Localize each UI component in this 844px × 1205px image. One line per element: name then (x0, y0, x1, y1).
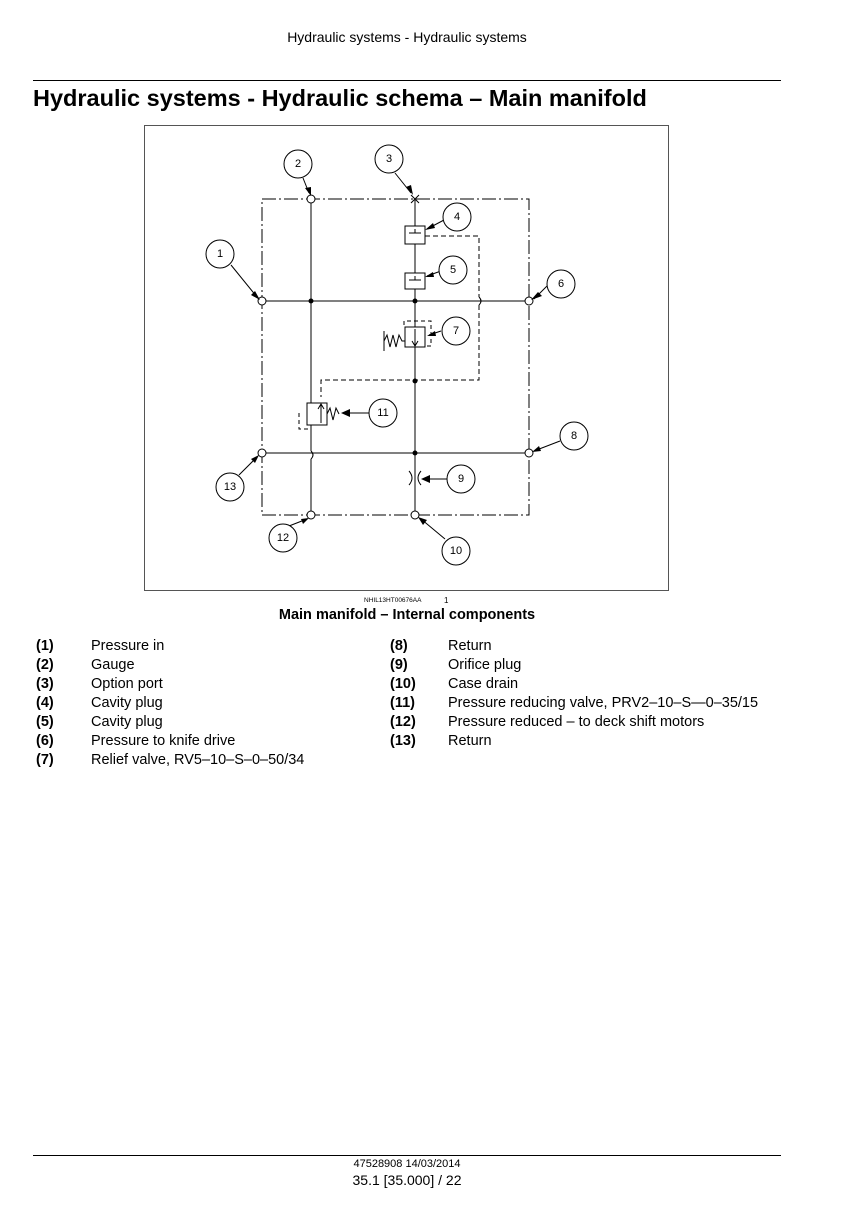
port-6 (524, 296, 534, 306)
port-12 (306, 510, 316, 520)
document-id: 47528908 14/03/2014 (353, 1158, 461, 1170)
callout-7: 7 (441, 316, 471, 346)
legend-number: (2) (36, 657, 54, 673)
callout-3: 3 (374, 144, 404, 174)
callout-5-label: 5 (450, 264, 456, 276)
callout-12-label: 12 (277, 532, 289, 544)
legend-text: Pressure reduced – to deck shift motors (448, 714, 705, 730)
header-divider (33, 80, 781, 81)
hydraulic-schematic-figure: 1 2 3 4 5 6 7 8 9 10 11 12 13 (144, 125, 669, 591)
legend-text: Orifice plug (448, 657, 522, 673)
legend-number: (1) (36, 638, 54, 654)
callout-4-label: 4 (454, 211, 460, 223)
legend-number: (11) (390, 695, 415, 711)
legend-text: Case drain (448, 676, 519, 692)
callout-3-label: 3 (386, 153, 392, 165)
hydraulic-schematic-diagram: 1 2 3 4 5 6 7 8 9 10 11 12 13 (205, 144, 589, 566)
callout-11: 11 (368, 398, 398, 428)
port-13 (257, 448, 267, 458)
legend-text: Gauge (91, 657, 135, 673)
callout-10-label: 10 (450, 545, 462, 557)
legend-number: (12) (390, 714, 416, 730)
page-title: Hydraulic systems - Hydraulic schema – M… (33, 85, 647, 111)
figure-number: 1 (444, 596, 449, 605)
callout-13: 13 (215, 472, 245, 502)
legend-number: (7) (36, 752, 54, 768)
legend-text: Pressure to knife drive (91, 733, 236, 749)
legend-text: Cavity plug (91, 695, 163, 711)
legend-number: (10) (390, 676, 416, 692)
callout-1-label: 1 (217, 248, 223, 260)
port-8 (524, 448, 534, 458)
callout-12: 12 (268, 523, 298, 553)
callout-2-label: 2 (295, 158, 301, 170)
legend-text: Return (448, 638, 492, 654)
callout-9-label: 9 (458, 473, 464, 485)
callout-7-label: 7 (453, 325, 459, 337)
port-10 (410, 510, 420, 520)
cavity-plug-4 (404, 225, 426, 245)
callout-4: 4 (442, 202, 472, 232)
port-1 (257, 296, 267, 306)
callout-6: 6 (546, 269, 576, 299)
legend-number: (4) (36, 695, 54, 711)
legend-number: (5) (36, 714, 54, 730)
callout-5: 5 (438, 255, 468, 285)
port-2 (306, 194, 316, 204)
legend-number: (6) (36, 733, 54, 749)
legend-number: (9) (390, 657, 408, 673)
callout-8: 8 (559, 421, 589, 451)
callout-6-label: 6 (558, 278, 564, 290)
running-header: Hydraulic systems - Hydraulic systems (287, 29, 527, 45)
footer-divider (33, 1155, 781, 1156)
legend-text: Option port (91, 676, 163, 692)
legend-text: Pressure in (91, 638, 165, 654)
callout-13-label: 13 (224, 481, 236, 493)
orifice-plug-9 (408, 470, 422, 486)
callout-8-label: 8 (571, 430, 577, 442)
legend-text: Return (448, 733, 492, 749)
callout-11-label: 11 (377, 407, 388, 419)
callout-9: 9 (446, 464, 476, 494)
callout-10: 10 (441, 536, 471, 566)
legend-number: (8) (390, 638, 408, 654)
cavity-plug-5 (404, 272, 426, 290)
legend-text: Cavity plug (91, 714, 163, 730)
page-number: 35.1 [35.000] / 22 (352, 1172, 462, 1188)
legend-number: (13) (390, 733, 416, 749)
figure-caption: Main manifold – Internal components (278, 607, 536, 623)
callout-1: 1 (205, 239, 235, 269)
legend-number: (3) (36, 676, 54, 692)
pressure-reducing-valve-11 (306, 402, 328, 426)
legend-text: Relief valve, RV5–10–S–0–50/34 (91, 752, 305, 768)
legend-text: Pressure reducing valve, PRV2–10–S—0–35/… (448, 695, 759, 711)
manifold-boundary (261, 198, 530, 516)
figure-id-code: NHIL13HT00676AA (364, 597, 422, 604)
callout-2: 2 (283, 149, 313, 179)
